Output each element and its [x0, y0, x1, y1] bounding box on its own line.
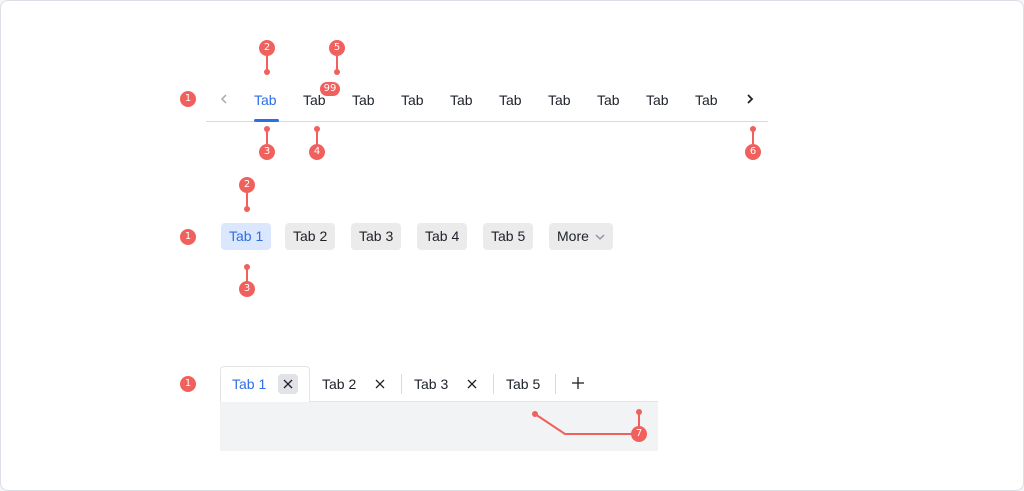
annotation-leader: [336, 56, 338, 70]
card-tab-5[interactable]: Tab 5: [506, 376, 541, 392]
card-tab-3[interactable]: Tab 3: [414, 376, 449, 392]
capsule-tab-1[interactable]: Tab 1: [221, 223, 272, 250]
annotation-marker-2: 2: [259, 40, 275, 56]
more-tabs-button[interactable]: More: [549, 223, 613, 250]
line-tab-7[interactable]: Tab: [548, 92, 571, 108]
annotation-dot: [264, 69, 270, 75]
close-icon[interactable]: [462, 374, 482, 394]
annotation-marker-1: 1: [180, 91, 196, 107]
capsule-tab-4[interactable]: Tab 4: [417, 223, 468, 250]
line-tab-3[interactable]: Tab: [352, 92, 375, 108]
card-tab-1-close[interactable]: [278, 374, 298, 394]
annotation-leader: [316, 130, 318, 144]
capsule-tab-3[interactable]: Tab 3: [351, 223, 402, 250]
card-tab-separator: [401, 374, 402, 394]
line-tab-4[interactable]: Tab: [401, 92, 424, 108]
more-tabs-label: More: [557, 228, 589, 244]
annotation-leader: [752, 130, 754, 144]
annotation-marker-3: 3: [259, 144, 275, 160]
annotation-dot: [244, 264, 250, 270]
card-tab-1-label: Tab 1: [232, 376, 267, 392]
annotation-leader: [266, 56, 268, 70]
card-tab-separator: [555, 374, 556, 394]
annotation-marker-4: 4: [309, 144, 325, 160]
capsule-tab-5[interactable]: Tab 5: [483, 223, 534, 250]
annotation-dot: [750, 126, 756, 132]
annotation-marker-2: 2: [239, 177, 255, 193]
card-tabs-divider: [310, 401, 658, 402]
annotation-dot: [244, 206, 250, 212]
plus-icon[interactable]: [569, 374, 587, 392]
active-tab-indicator: [254, 119, 279, 122]
tab-badge: 99: [320, 82, 340, 96]
annotation-marker-5: 5: [329, 40, 345, 56]
capsule-tab-2[interactable]: Tab 2: [285, 223, 336, 250]
annotation-leader: [266, 130, 268, 144]
line-tab-1[interactable]: Tab: [254, 92, 277, 108]
line-tab-6[interactable]: Tab: [499, 92, 522, 108]
line-tabs-bar: [206, 86, 768, 122]
annotation-marker-1: 1: [180, 376, 196, 392]
line-tabs-divider: [206, 121, 768, 122]
close-icon: [283, 379, 293, 389]
card-tab-2[interactable]: Tab 2: [322, 376, 357, 392]
annotation-leader: [246, 268, 248, 282]
line-tab-8[interactable]: Tab: [597, 92, 620, 108]
annotation-dot: [334, 69, 340, 75]
line-tab-2[interactable]: Tab: [303, 92, 326, 108]
annotation-dot: [314, 126, 320, 132]
card-tab-separator: [493, 374, 494, 394]
line-tab-9[interactable]: Tab: [646, 92, 669, 108]
chevron-right-icon[interactable]: [742, 90, 758, 108]
chevron-left-icon[interactable]: [216, 90, 232, 108]
annotation-leader: [532, 409, 642, 435]
annotation-dot: [264, 126, 270, 132]
chevron-down-icon: [595, 234, 605, 240]
card-tabs-content: [220, 401, 658, 451]
annotation-marker-6: 6: [745, 144, 761, 160]
annotation-leader: [246, 193, 248, 207]
line-tab-10[interactable]: Tab: [695, 92, 718, 108]
annotation-marker-7: 7: [631, 426, 647, 442]
annotation-marker-3: 3: [239, 281, 255, 297]
close-icon[interactable]: [370, 374, 390, 394]
annotation-marker-1: 1: [180, 229, 196, 245]
line-tab-5[interactable]: Tab: [450, 92, 473, 108]
